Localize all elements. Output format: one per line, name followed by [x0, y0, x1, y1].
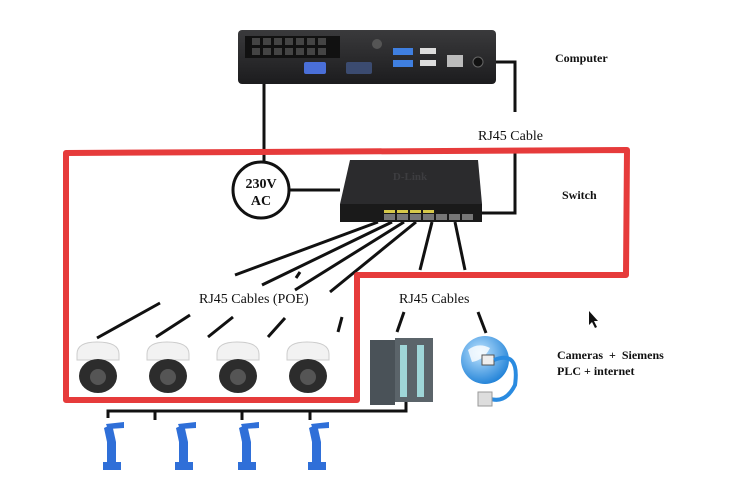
internet-cable-lower	[476, 311, 488, 334]
dome-camera-icon	[146, 341, 190, 393]
power-label-type: AC	[251, 194, 271, 209]
globe-network-icon	[461, 336, 518, 407]
cursor-icon	[589, 311, 598, 328]
svg-text:D-Link: D-Link	[393, 171, 428, 183]
summary-line-2: PLC + internet	[557, 364, 635, 378]
computer-to-switch-cable-lower	[475, 148, 517, 215]
internet-cable	[453, 221, 467, 271]
cables	[96, 60, 517, 420]
poe-cable	[261, 220, 393, 287]
dome-camera-icon	[286, 341, 330, 393]
poe-cable	[234, 220, 379, 277]
computer-label: Computer	[555, 51, 608, 65]
network-switch-icon: D-Link	[340, 160, 482, 222]
camera-cable	[294, 271, 302, 279]
highlight-outline	[63, 147, 630, 403]
poe-cable	[294, 220, 405, 292]
switch-label: Switch	[562, 188, 597, 202]
camera-cable	[155, 313, 191, 339]
plc-cable	[418, 221, 434, 271]
industrial-robot-icon	[308, 422, 329, 470]
plc-cable-lower	[395, 311, 406, 333]
mini-pc-icon	[238, 30, 496, 84]
power-label-voltage: 230V	[245, 177, 276, 192]
industrial-robot-icon	[175, 422, 196, 470]
dome-camera-icon	[216, 341, 260, 393]
poe-cable	[329, 220, 417, 294]
camera-cable	[207, 315, 234, 339]
dome-camera-icon	[76, 341, 120, 393]
rj45-cable-label: RJ45 Cable	[478, 129, 543, 144]
industrial-robot-icon	[103, 422, 124, 470]
rj45-cables-label: RJ45 Cables	[399, 292, 469, 307]
summary-line-1: Cameras + Siemens	[557, 348, 664, 362]
robot-bus-cable	[106, 400, 408, 418]
rj45-cables-poe-label: RJ45 Cables (POE)	[199, 292, 309, 307]
siemens-plc-icon	[370, 338, 433, 405]
camera-cable	[266, 316, 287, 339]
plc-cable-lower	[336, 316, 344, 333]
power-supply: 230V AC	[231, 160, 291, 220]
industrial-robot-icon	[238, 422, 259, 470]
camera-cable	[96, 301, 161, 340]
